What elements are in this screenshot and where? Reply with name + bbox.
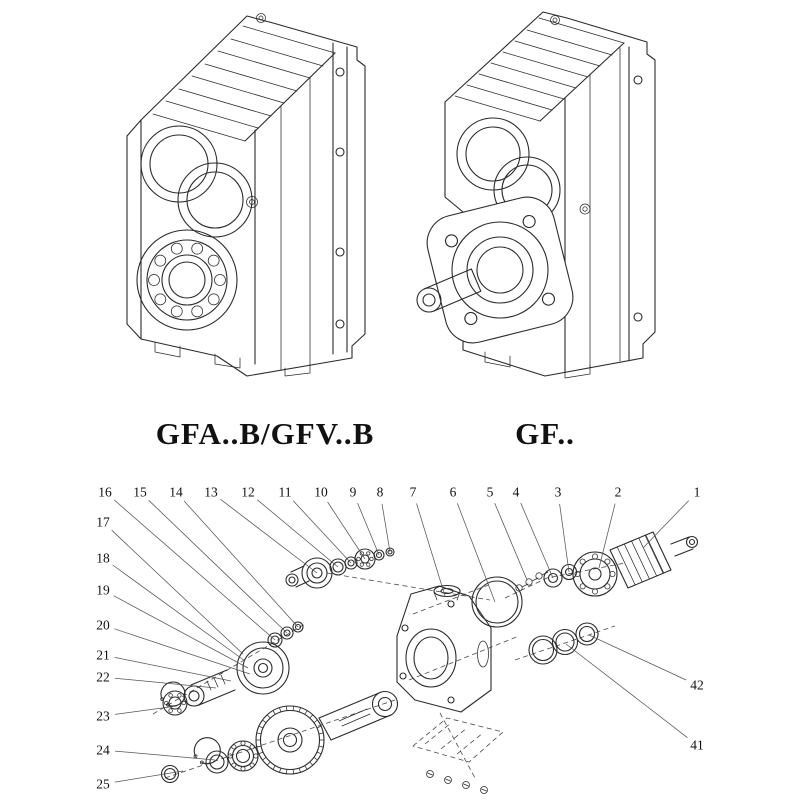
bearing-balls — [356, 551, 374, 567]
callout-number-4: 4 — [513, 485, 520, 500]
seal-ring-stack — [528, 622, 599, 665]
output-solid-shaft — [416, 268, 482, 313]
callout-leader-7 — [416, 503, 446, 597]
callout-leader-14 — [183, 500, 299, 628]
oil-plugs — [246, 13, 266, 208]
callout-number-7: 7 — [410, 485, 417, 500]
callout-number-21: 21 — [96, 648, 110, 663]
gasket-ring — [471, 576, 523, 628]
assembly-axis-lines — [152, 562, 626, 779]
bearing-balls — [148, 242, 226, 318]
callout-leader-1 — [642, 500, 689, 549]
callout-number-20: 20 — [96, 618, 110, 633]
callout-number-8: 8 — [377, 485, 384, 500]
callout-leader-12 — [256, 499, 339, 568]
bearing-balls — [574, 553, 616, 595]
callout-leader-10 — [327, 501, 366, 560]
callout-leader-15 — [148, 500, 288, 634]
callout-number-15: 15 — [133, 485, 147, 500]
callout-number-11: 11 — [279, 485, 292, 500]
callout-number-42: 42 — [690, 678, 704, 693]
callout-leader-18 — [112, 564, 246, 662]
callout-leader-23 — [114, 705, 178, 715]
callout-number-14: 14 — [169, 485, 183, 500]
callout-leader-3 — [559, 503, 570, 573]
adapter-fins — [616, 534, 665, 586]
housing-outline — [126, 15, 366, 377]
input-bore-bosses — [140, 125, 253, 238]
input-gear-stack — [285, 547, 395, 589]
callout-number-19: 19 — [96, 583, 110, 598]
callout-number-1: 1 — [694, 485, 701, 500]
callout-leader-5 — [494, 502, 528, 581]
callout-number-12: 12 — [241, 485, 255, 500]
callout-number-13: 13 — [204, 485, 218, 500]
cover-plate-screws — [426, 770, 488, 794]
output-flange — [426, 196, 574, 344]
cover-plate — [412, 717, 504, 763]
callout-number-10: 10 — [314, 485, 328, 500]
callout-leader-25 — [114, 770, 184, 783]
gear-housing — [396, 584, 492, 713]
callout-number-5: 5 — [487, 485, 494, 500]
callout-number-25: 25 — [96, 777, 110, 792]
callout-leader-20 — [114, 628, 251, 675]
input-bearings — [543, 563, 578, 588]
callout-leader-21 — [114, 657, 232, 682]
callout-number-3: 3 — [555, 485, 562, 500]
callout-number-16: 16 — [98, 485, 112, 500]
intermediate-gear-assembly — [160, 621, 304, 716]
callout-leader-13 — [220, 499, 318, 574]
callout-leader-2 — [598, 503, 616, 569]
callout-number-23: 23 — [96, 709, 110, 724]
callout-leader-19 — [113, 595, 249, 669]
input-bore-bosses — [456, 117, 561, 224]
model-label-gf: GF.. — [515, 416, 575, 451]
callout-number-41: 41 — [690, 738, 704, 753]
callout-leader-16 — [113, 499, 276, 641]
callout-leader-8 — [381, 503, 391, 553]
fastener-bolts — [515, 571, 549, 592]
callout-leader-6 — [456, 503, 496, 603]
gearbox-isometric-drawing-gf — [416, 11, 656, 379]
gearbox-isometric-drawing-gfab — [126, 13, 366, 377]
callout-leader-4 — [520, 502, 554, 579]
hollow-shaft-bearing — [136, 229, 238, 331]
callout-leader-9 — [357, 502, 380, 556]
callout-number-18: 18 — [96, 551, 110, 566]
callout-leader-17 — [111, 529, 244, 655]
motor-adapter — [572, 531, 699, 597]
callout-number-9: 9 — [350, 485, 357, 500]
callout-number-2: 2 — [615, 485, 622, 500]
callout-leader-24 — [114, 750, 216, 761]
callout-number-24: 24 — [96, 743, 110, 758]
output-gear-assembly — [160, 690, 399, 784]
callout-leader-22 — [114, 677, 217, 689]
oil-plugs — [550, 15, 591, 215]
callout-leader-42 — [588, 634, 687, 681]
bearing-balls — [227, 740, 259, 772]
model-label-gfab: GFA..B/GFV..B — [155, 416, 375, 451]
exploded-parts-diagram: 1615141312111098765432117181920212223242… — [96, 485, 704, 794]
callout-number-6: 6 — [450, 485, 457, 500]
callout-leader-11 — [292, 500, 352, 564]
callout-leader-41 — [565, 643, 688, 738]
callout-number-22: 22 — [96, 670, 110, 685]
gear-teeth — [255, 705, 325, 775]
housing-outline — [444, 11, 656, 379]
callout-number-17: 17 — [96, 515, 110, 530]
